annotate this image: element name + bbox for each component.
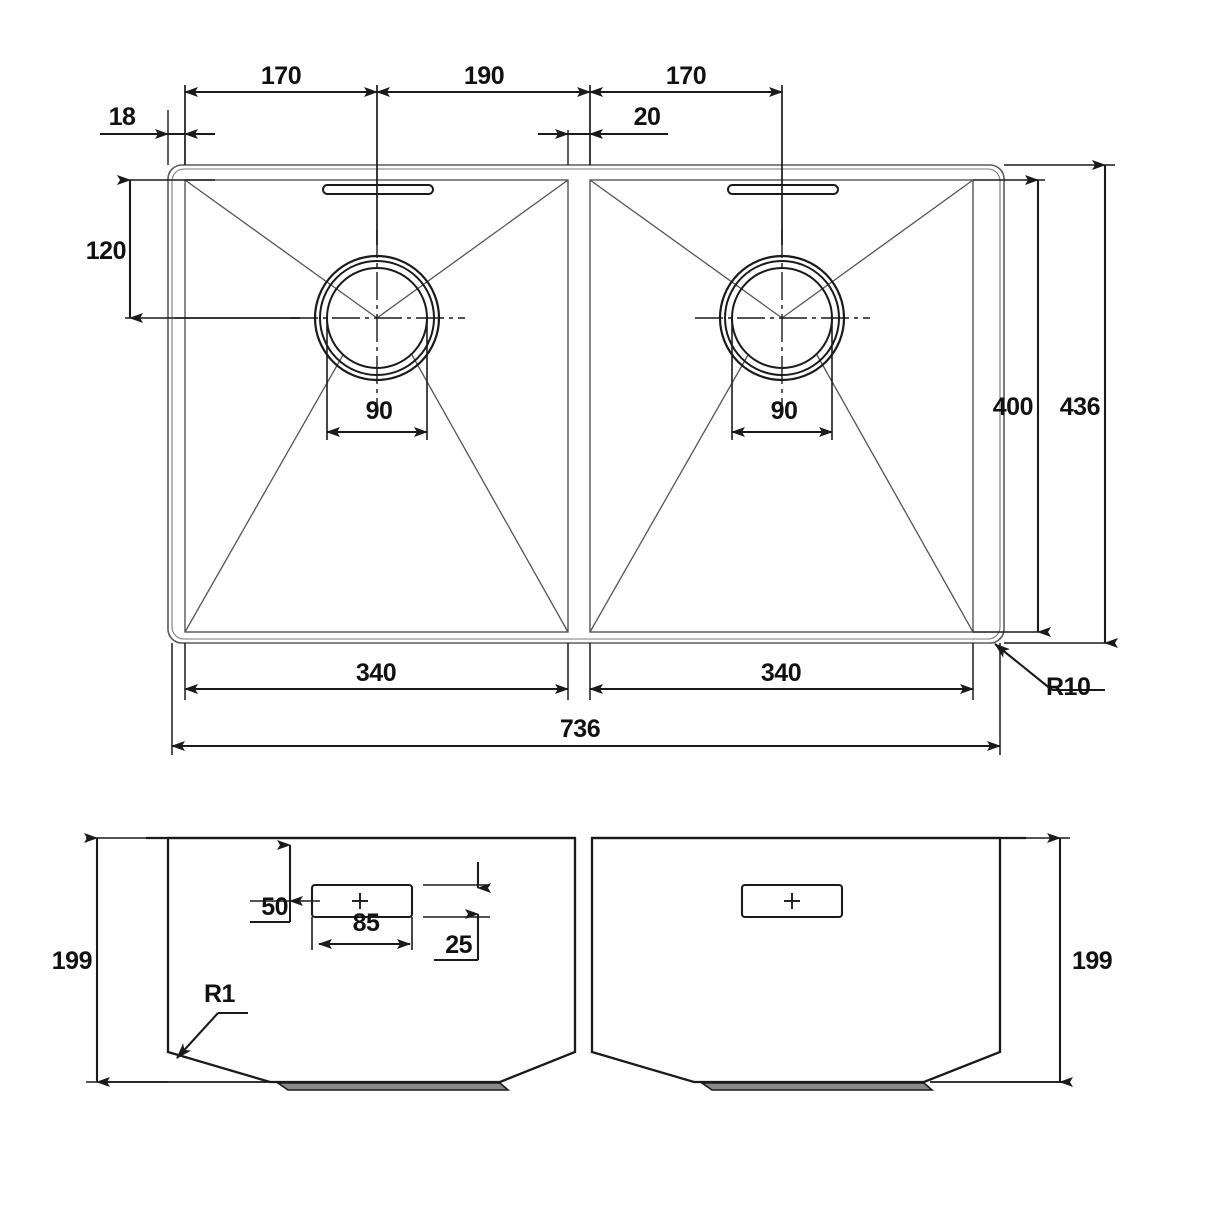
plan-view xyxy=(167,164,1005,644)
elevation-right-bowl-floor xyxy=(699,1082,935,1091)
dim-label-400: 400 xyxy=(993,393,1033,421)
dim-leader-r10-slant xyxy=(994,643,1053,691)
right-bowl-fold-br xyxy=(816,354,974,633)
sink-inner-rim xyxy=(171,168,1001,640)
right-bowl-fold-tl xyxy=(589,179,783,319)
dim-label-199-left: 199 xyxy=(52,947,92,975)
dim-label-r10: R10 xyxy=(1046,673,1090,701)
dim-label-436: 436 xyxy=(1060,393,1100,421)
overflow-slot-right xyxy=(727,184,839,195)
tap-hole-right xyxy=(740,883,844,919)
dim-label-340-left: 340 xyxy=(356,659,396,687)
plan-dimension-lines: 170 190 170 18 20 120 xyxy=(86,62,1118,755)
tap-hole-left-center-mark xyxy=(352,893,368,909)
left-bowl-fold-bl xyxy=(184,354,344,633)
dim-label-90-left: 90 xyxy=(366,397,393,425)
dim-label-340-right: 340 xyxy=(761,659,801,687)
tap-hole-right-center-mark xyxy=(784,893,800,909)
dim-label-736: 736 xyxy=(560,715,600,743)
right-bowl-fold-bl xyxy=(589,354,749,633)
elevation-dimension-lines: 199 199 50 85 25 xyxy=(52,833,1113,1087)
sink-outer-rim xyxy=(167,164,1005,644)
dim-label-85: 85 xyxy=(353,909,380,937)
left-bowl-fold-tr xyxy=(376,179,569,319)
dim-label-25: 25 xyxy=(445,931,472,959)
dim-label-190: 190 xyxy=(464,62,504,90)
dim-label-20: 20 xyxy=(634,103,661,131)
dim-label-90-right: 90 xyxy=(771,397,798,425)
elevation-left-bowl-floor xyxy=(275,1082,511,1091)
left-bowl-fold-br xyxy=(411,354,569,633)
dim-leader-r1-slant xyxy=(176,1012,219,1059)
right-bowl-fold-tr xyxy=(781,179,974,319)
dim-label-18: 18 xyxy=(109,103,136,131)
elevation-left-bowl-outline xyxy=(166,836,577,1084)
dim-label-50: 50 xyxy=(261,893,288,921)
right-bowl xyxy=(589,179,974,633)
overflow-slot-left xyxy=(322,184,434,195)
dim-label-199-right: 199 xyxy=(1072,947,1112,975)
left-bowl-fold-tl xyxy=(184,179,378,319)
dim-label-170-left: 170 xyxy=(261,62,301,90)
dim-label-120: 120 xyxy=(86,237,126,265)
elevation-view xyxy=(100,836,1070,1091)
dim-label-r1: R1 xyxy=(204,980,236,1008)
dim-label-170-right: 170 xyxy=(666,62,706,90)
elevation-right-bowl-outline xyxy=(590,836,1002,1084)
